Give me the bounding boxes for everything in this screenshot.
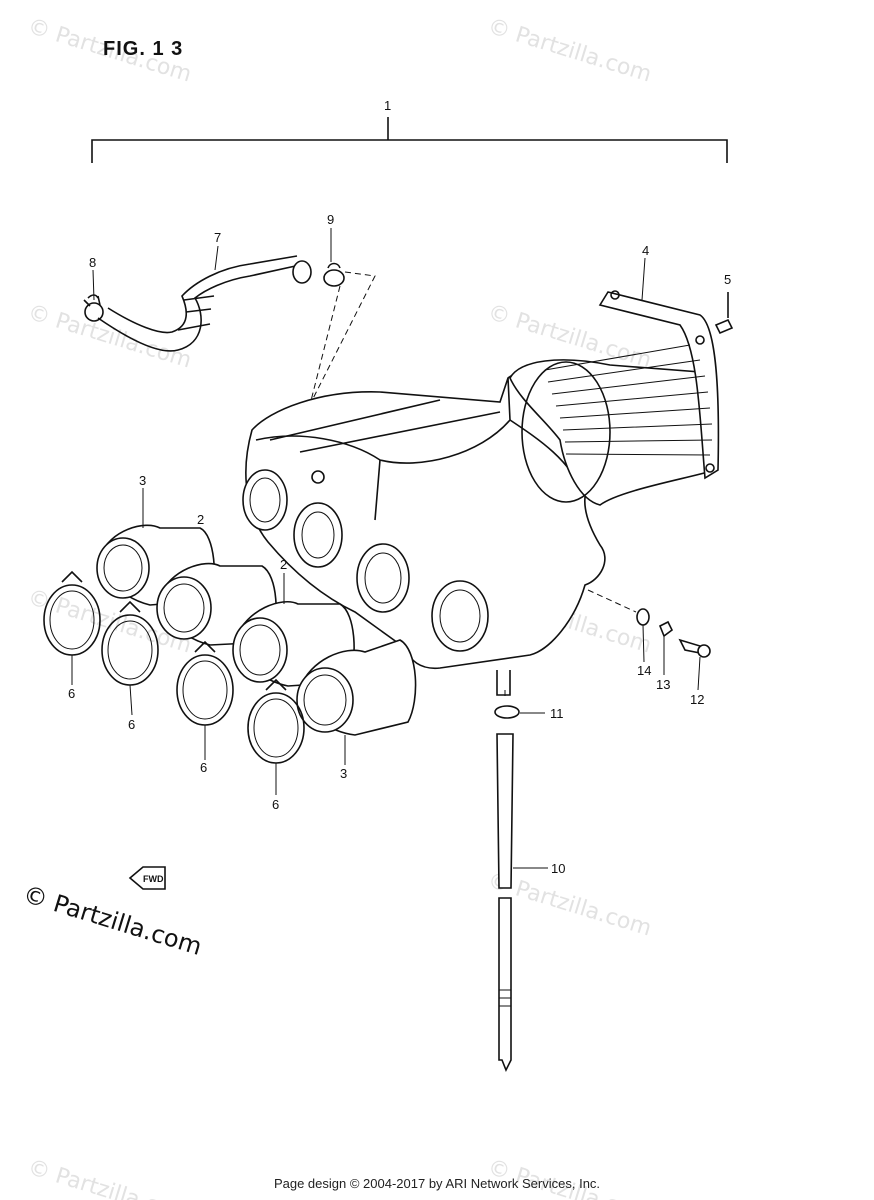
hose-clip-small xyxy=(323,262,345,287)
callout-2-upper: 2 xyxy=(197,512,204,527)
callout-9: 9 xyxy=(327,212,334,227)
callout-10: 10 xyxy=(551,861,565,876)
callout-5: 5 xyxy=(724,272,731,287)
callout-3-bottom: 3 xyxy=(340,766,347,781)
forward-label: FWD xyxy=(143,874,164,884)
callout-2-lower: 2 xyxy=(280,557,287,572)
drain-tube xyxy=(496,733,514,1072)
callout-14: 14 xyxy=(637,663,651,678)
callout-4: 4 xyxy=(642,243,649,258)
callout-3-top: 3 xyxy=(139,473,146,488)
assembly-bracket xyxy=(91,117,728,163)
callout-6-d: 6 xyxy=(272,797,279,812)
page-footer: Page design © 2004-2017 by ARI Network S… xyxy=(273,1176,601,1191)
screw xyxy=(714,292,734,335)
forward-arrow xyxy=(128,866,166,890)
callout-11: 11 xyxy=(550,706,564,721)
callout-6-a: 6 xyxy=(68,686,75,701)
washer-nut-bolt xyxy=(636,608,711,658)
breather-hose xyxy=(97,255,312,352)
callout-8: 8 xyxy=(89,255,96,270)
callout-1: 1 xyxy=(384,98,391,113)
callout-6-c: 6 xyxy=(200,760,207,775)
leader-lines xyxy=(71,228,701,869)
callout-12: 12 xyxy=(690,692,704,707)
air-filter-element xyxy=(509,290,720,506)
callout-13: 13 xyxy=(656,677,670,692)
air-cleaner-case xyxy=(242,368,606,696)
callout-7: 7 xyxy=(214,230,221,245)
intake-pipes xyxy=(96,524,417,736)
figure-title: FIG. 1 3 xyxy=(103,38,184,60)
o-ring xyxy=(494,705,520,719)
callout-6-b: 6 xyxy=(128,717,135,732)
